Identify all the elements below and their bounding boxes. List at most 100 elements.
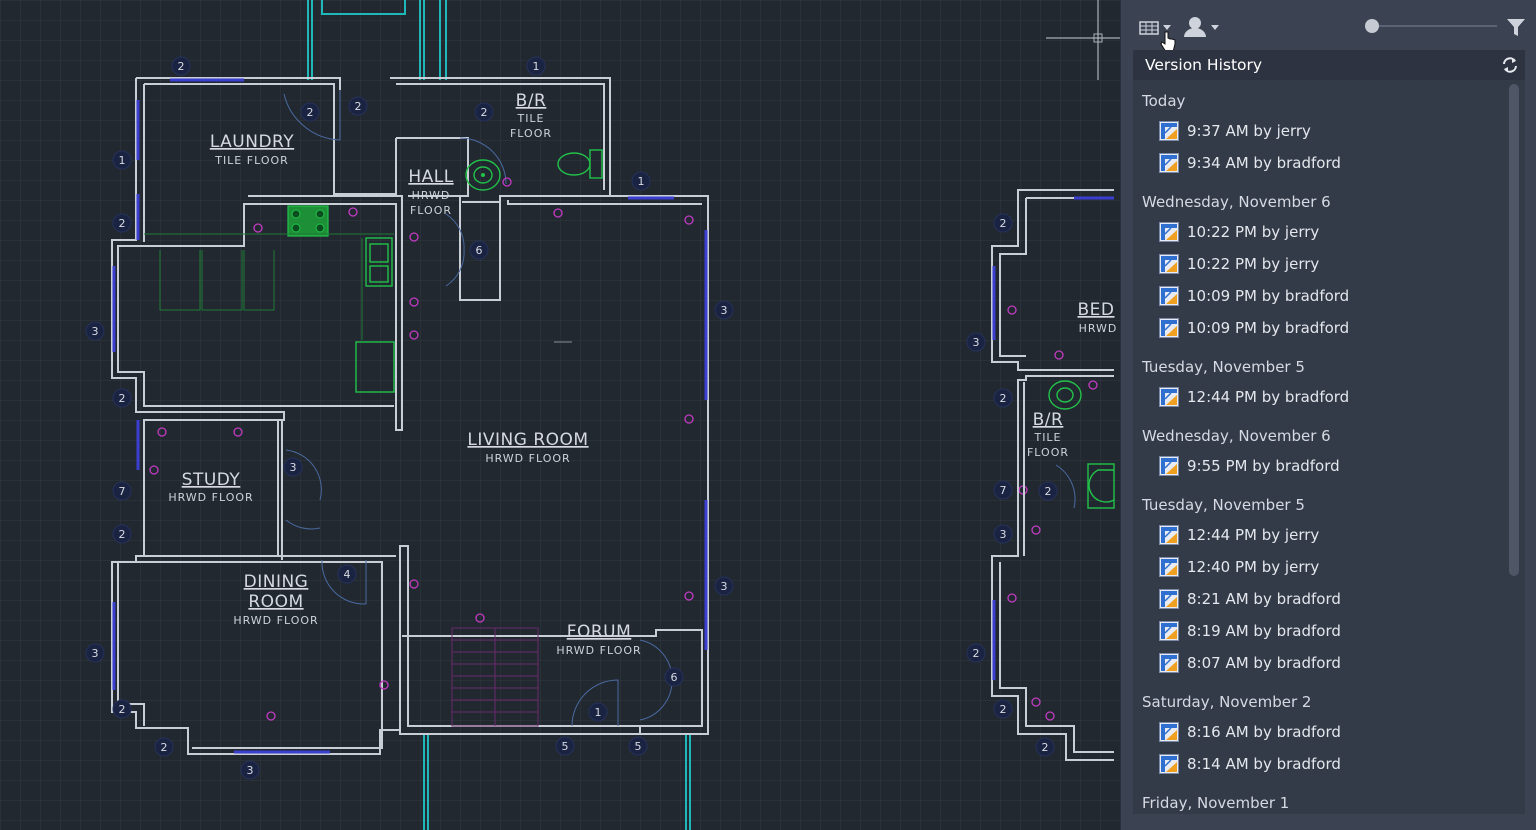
room-name-dining: DINING [244, 572, 309, 592]
version-item[interactable]: 8:07 AM by bradford [1159, 650, 1341, 676]
version-item[interactable]: 10:22 PM by jerry [1159, 251, 1319, 277]
room-name-bed: BED [1078, 300, 1115, 320]
outlets [149, 177, 1098, 721]
room-name-study: STUDY [182, 470, 241, 490]
version-item[interactable]: 8:19 AM by bradford [1159, 618, 1341, 644]
crosshair-box [1093, 33, 1103, 43]
room-labels: LAUNDRY TILE FLOOR B/R TILE FLOOR HALL H… [168, 91, 1118, 657]
svg-text:2: 2 [1000, 217, 1007, 230]
scrollbar-thumb[interactable] [1509, 84, 1519, 576]
callout-tag: 3 [240, 760, 260, 780]
callout-tag: 2 [474, 102, 494, 122]
user-icon [1184, 17, 1206, 37]
version-item[interactable]: 8:14 AM by bradford [1159, 751, 1341, 777]
version-item-label: 8:19 AM by bradford [1187, 622, 1341, 640]
version-item-label: 8:14 AM by bradford [1187, 755, 1341, 773]
drawing-file-icon [1159, 456, 1179, 476]
version-item[interactable]: 10:09 PM by bradford [1159, 283, 1349, 309]
refresh-icon[interactable] [1501, 56, 1519, 74]
svg-text:2: 2 [1000, 392, 1007, 405]
version-item[interactable]: 10:22 PM by jerry [1159, 219, 1319, 245]
drawing-file-icon [1159, 121, 1179, 141]
room-name-br-2: B/R [1033, 410, 1064, 430]
room-floor-br-2: FLOOR [510, 127, 552, 140]
room-floor-hall-2: FLOOR [410, 204, 452, 217]
callout-tag: 2 [112, 213, 132, 233]
drawing-file-icon [1159, 387, 1179, 407]
version-item[interactable]: 12:44 PM by jerry [1159, 522, 1319, 548]
room-floor-forum: HRWD FLOOR [556, 644, 641, 657]
callout-tag: 4 [337, 564, 357, 584]
drawing-file-icon [1159, 318, 1179, 338]
bottom-entry-lines [423, 735, 691, 830]
svg-text:5: 5 [562, 740, 569, 753]
svg-text:2: 2 [1000, 703, 1007, 716]
svg-text:6: 6 [476, 244, 483, 257]
version-item[interactable]: 9:34 AM by bradford [1159, 150, 1341, 176]
timeline-slider-knob[interactable] [1365, 19, 1379, 33]
version-item[interactable]: 12:40 PM by jerry [1159, 554, 1319, 580]
callout-tag: 3 [714, 576, 734, 596]
date-group-header: Friday, November 1 [1142, 794, 1290, 812]
windows [112, 78, 708, 754]
svg-text:2: 2 [1042, 741, 1049, 754]
room-floor-br-1: TILE [516, 112, 544, 125]
callout-tag: 2 [112, 699, 132, 719]
grid-view-icon [1139, 21, 1159, 35]
callout-tag: 7 [112, 481, 132, 501]
svg-text:3: 3 [1000, 528, 1007, 541]
callout-tag: 2 [966, 643, 986, 663]
hand-cursor-icon [1160, 31, 1176, 53]
callout-tag: 2 [993, 699, 1013, 719]
version-item[interactable]: 9:37 AM by jerry [1159, 118, 1311, 144]
version-item[interactable]: 9:55 PM by bradford [1159, 453, 1340, 479]
version-item[interactable]: 10:09 PM by bradford [1159, 315, 1349, 341]
svg-text:7: 7 [1000, 484, 1007, 497]
version-item-label: 12:44 PM by jerry [1187, 526, 1320, 544]
drawing-canvas[interactable]: LAUNDRY TILE FLOOR B/R TILE FLOOR HALL H… [0, 0, 1120, 830]
room-floor-br2-2: FLOOR [1027, 446, 1069, 459]
view-mode-button[interactable] [1139, 14, 1171, 40]
callout-tag: 1 [631, 171, 651, 191]
panel-header: Version History [1133, 50, 1525, 80]
callout-tag: 2 [171, 56, 191, 76]
svg-text:1: 1 [595, 706, 602, 719]
date-group-header: Today [1142, 92, 1186, 110]
room-floor-br2-1: TILE [1033, 431, 1061, 444]
version-item[interactable]: 12:44 PM by bradford [1159, 384, 1349, 410]
version-item-label: 12:44 PM by bradford [1187, 388, 1350, 406]
drawing-file-icon [1159, 557, 1179, 577]
floor-plan: LAUNDRY TILE FLOOR B/R TILE FLOOR HALL H… [85, 0, 1120, 830]
drawing-file-icon [1159, 754, 1179, 774]
walls-right [991, 189, 1114, 761]
date-group-header: Tuesday, November 5 [1142, 496, 1305, 514]
timeline-slider-track[interactable] [1371, 25, 1497, 27]
callout-tag: 1 [526, 56, 546, 76]
version-item-label: 10:22 PM by jerry [1187, 223, 1320, 241]
chevron-down-icon [1163, 24, 1171, 30]
drawing-file-icon [1159, 254, 1179, 274]
user-filter-button[interactable] [1183, 14, 1219, 40]
room-floor-bed: HRWD [1079, 322, 1118, 335]
version-history-list[interactable]: Today 9:37 AM by jerry 9:34 AM by bradford… [1133, 80, 1525, 814]
drawing-file-icon [1159, 722, 1179, 742]
callout-tag: 1 [588, 702, 608, 722]
svg-text:2: 2 [161, 741, 168, 754]
room-name-laundry: LAUNDRY [210, 132, 294, 152]
chevron-down-icon [1211, 24, 1219, 30]
svg-text:1: 1 [533, 60, 540, 73]
callout-tag: 6 [469, 240, 489, 260]
version-item[interactable]: 8:21 AM by bradford [1159, 586, 1341, 612]
callout-tag: 2 [154, 737, 174, 757]
svg-text:6: 6 [671, 671, 678, 684]
stairs [451, 627, 539, 727]
room-floor-study: HRWD FLOOR [168, 491, 253, 504]
callout-tag: 5 [555, 736, 575, 756]
svg-text:2: 2 [481, 106, 488, 119]
version-history-palette: Version History Today 9:37 AM by jerry 9:3… [1120, 0, 1536, 830]
drawing-file-icon [1159, 525, 1179, 545]
svg-text:3: 3 [973, 336, 980, 349]
svg-text:2: 2 [119, 703, 126, 716]
version-item[interactable]: 8:16 AM by bradford [1159, 719, 1341, 745]
filter-icon[interactable] [1506, 16, 1526, 38]
